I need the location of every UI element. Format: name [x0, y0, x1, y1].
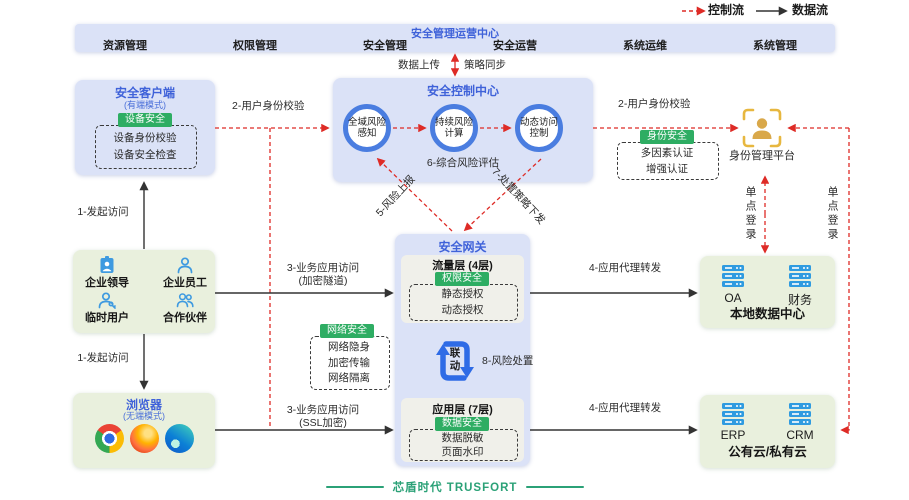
- traffic-layer-title: 流量层 (4层): [432, 260, 493, 272]
- linkage-label: 联动: [449, 347, 461, 372]
- people-icon: [175, 290, 195, 315]
- proxy-forward-top-label: 4-应用代理转发: [588, 262, 662, 274]
- server-icon: [721, 264, 745, 293]
- person-key-icon: [97, 290, 117, 315]
- policy-sync-label: 策略同步: [464, 59, 506, 71]
- app-item-watermark: 页面水印: [441, 445, 484, 458]
- ops-item-security-ops: 安全运营: [493, 40, 537, 52]
- user-employee-label: 企业员工: [163, 277, 207, 289]
- cloud-label: 公有云/私有云: [728, 445, 807, 459]
- node-continuous-risk: 持续风险计算: [430, 104, 478, 152]
- datacenter-label: 本地数据中心: [729, 307, 805, 321]
- user-auth-right-label: 2-用户身份校验: [618, 98, 691, 110]
- browser-title: 浏览器: [125, 398, 162, 412]
- server-icon: [788, 264, 812, 293]
- ops-center-bar: [75, 24, 835, 52]
- users-box: [73, 250, 215, 333]
- cloud-app-erp: ERP: [720, 428, 746, 442]
- client-subtitle: (有端模式): [124, 100, 166, 110]
- identity-item-enhanced-auth: 增强认证: [646, 162, 688, 175]
- ops-item-permission: 权限管理: [233, 40, 277, 52]
- app-access-tunnel-label: 3-业务应用访问: [286, 262, 360, 274]
- initiate-access-top-label: 1-发起访问: [77, 206, 129, 218]
- app-access-ssl-note: (SSL加密): [299, 417, 347, 429]
- network-item-isolation: 网络隔离: [328, 372, 370, 384]
- datacenter-app-oa: OA: [724, 291, 742, 305]
- person-icon: [175, 255, 195, 280]
- user-temp-label: 临时用户: [85, 312, 129, 324]
- sso-left-label: 单点登录: [744, 186, 756, 242]
- server-icon: [788, 402, 812, 431]
- data-upload-label: 数据上传: [398, 59, 440, 71]
- node-dynamic-access: 动态访问控制: [515, 104, 563, 152]
- user-partner-label: 合作伙伴: [163, 312, 207, 324]
- datacenter-app-finance: 财务: [787, 293, 812, 307]
- ops-item-security-mgmt: 安全管理: [363, 40, 407, 52]
- ops-center-title: 安全管理运营中心: [411, 28, 499, 40]
- edge-icon: [165, 424, 194, 453]
- legend-control-flow-label: 控制流: [708, 3, 745, 17]
- linkage-loop-icon: [433, 334, 477, 393]
- cloud-app-crm: CRM: [786, 428, 814, 442]
- user-leader-label: 企业领导: [85, 277, 129, 289]
- traffic-item-dynamic-auth: 动态授权: [441, 303, 484, 316]
- sso-right-label: 单点登录: [826, 186, 838, 242]
- footer-brand-text: 芯盾时代 TRUSFORT: [392, 482, 518, 494]
- ops-item-system-maint: 系统运维: [623, 40, 667, 52]
- app-layer-title: 应用层 (7层): [432, 404, 493, 416]
- ops-item-system-mgmt: 系统管理: [753, 40, 797, 52]
- server-icon: [721, 402, 745, 431]
- network-item-stealth: 网络隐身: [328, 341, 370, 353]
- app-access-tunnel-note: (加密隧道): [298, 275, 348, 287]
- control-center-title: 安全控制中心: [426, 84, 499, 98]
- ops-item-resource: 资源管理: [103, 40, 147, 52]
- identity-platform-label: 身份管理平台: [729, 150, 795, 162]
- device-security-badge: 设备安全: [118, 113, 172, 127]
- id-badge-icon: [97, 255, 117, 280]
- node-global-risk: 全域风险感知: [343, 104, 391, 152]
- data-security-badge: 数据安全: [435, 417, 489, 431]
- risk-handle-label: 8-风险处置: [482, 355, 534, 367]
- initiate-access-bottom-label: 1-发起访问: [77, 352, 129, 364]
- client-title: 安全客户端: [114, 86, 175, 100]
- traffic-layer-panel: [401, 255, 524, 323]
- user-auth-left-label: 2-用户身份校验: [232, 100, 305, 112]
- traffic-item-static-auth: 静态授权: [441, 288, 484, 300]
- person-scan-icon: [742, 108, 782, 153]
- identity-security-badge: 身份安全: [640, 130, 694, 144]
- app-item-data-masking: 数据脱敏: [441, 432, 484, 444]
- firefox-icon: [130, 424, 159, 453]
- legend-data-flow-label: 数据流: [792, 3, 829, 17]
- chrome-icon: [95, 424, 124, 453]
- proxy-forward-bottom-label: 4-应用代理转发: [588, 402, 662, 414]
- app-access-ssl-label: 3-业务应用访问: [286, 404, 360, 416]
- client-item-device-auth: 设备身份校验: [113, 132, 177, 144]
- footer-brand: 芯盾时代 TRUSFORT: [310, 479, 600, 495]
- browser-subtitle: (无端模式): [123, 411, 165, 421]
- footer-rule-left: [325, 486, 384, 488]
- client-item-device-check: 设备安全检查: [113, 148, 177, 161]
- footer-rule-right: [526, 486, 585, 488]
- permission-security-badge: 权限安全: [435, 272, 489, 286]
- gateway-title: 安全网关: [438, 240, 487, 254]
- identity-item-mfa: 多因素认证: [640, 147, 694, 159]
- network-security-badge: 网络安全: [320, 324, 374, 338]
- risk-assessment-label: 6-综合风险评估: [426, 157, 500, 169]
- network-item-encrypted-transfer: 加密传输: [328, 356, 370, 369]
